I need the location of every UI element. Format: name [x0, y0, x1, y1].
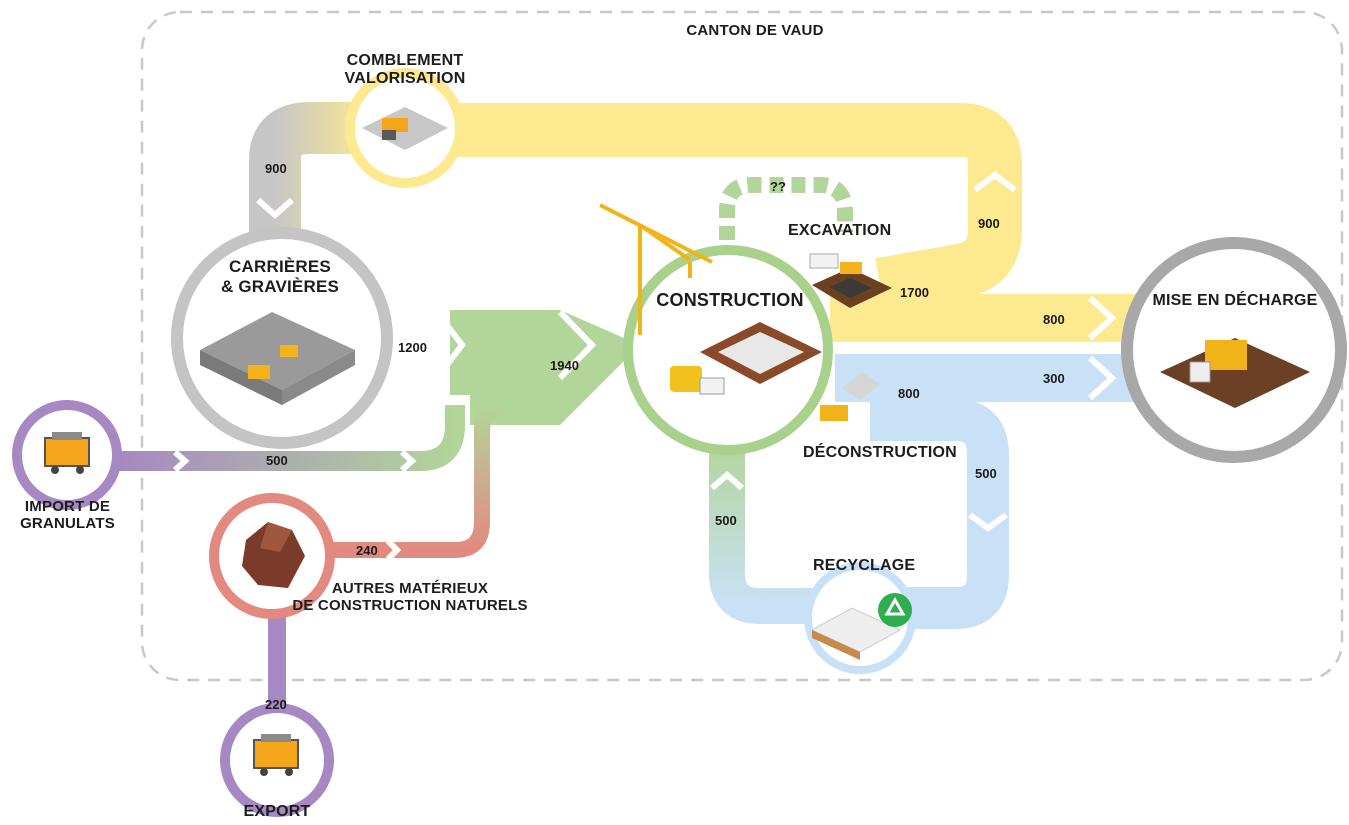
node-autres	[209, 493, 335, 619]
value-comblement-to-carrieres: 900	[265, 161, 287, 176]
label-carrieres: CARRIÈRES & GRAVIÈRES	[200, 257, 360, 296]
crane-icon	[599, 203, 713, 335]
label-carrieres-line2: & GRAVIÈRES	[220, 276, 340, 296]
rocks-icon	[242, 522, 305, 588]
value-excavation-to-comblement: 900	[978, 216, 1000, 231]
node-deconstruction	[820, 372, 880, 421]
node-decharge	[1121, 237, 1347, 463]
flow-merge-wedge	[450, 310, 640, 425]
wagon-icon	[253, 739, 299, 769]
value-autres: 240	[356, 543, 378, 558]
wagon-icon	[44, 437, 90, 467]
label-comblement: COMBLEMENT VALORISATION	[330, 52, 480, 89]
value-carrieres-to-construction: 1200	[398, 340, 427, 355]
value-into-construction: 1940	[550, 358, 579, 373]
label-import-line2: GRANULATS	[20, 515, 115, 533]
label-carrieres-line1: CARRIÈRES	[229, 257, 331, 276]
label-recyclage: RECYCLAGE	[813, 557, 916, 574]
label-autres: AUTRES MATÉRIEUX DE CONSTRUCTION NATUREL…	[290, 580, 530, 615]
recycle-icon	[884, 596, 906, 616]
value-unknown-loop: ??	[770, 179, 786, 194]
label-comblement-line1: COMBLEMENT	[346, 52, 464, 69]
value-deconstruction-total: 800	[898, 386, 920, 401]
label-export: EXPORT	[243, 803, 311, 820]
flow-autres	[330, 397, 508, 558]
label-construction: CONSTRUCTION	[656, 290, 804, 310]
node-export	[220, 703, 334, 817]
value-excavation-total: 1700	[900, 285, 929, 300]
label-import: IMPORT DE GRANULATS	[10, 498, 125, 533]
value-import: 500	[266, 453, 288, 468]
flow-carrieres-to-comblement	[249, 102, 370, 250]
value-deconstruction-to-recyclage: 500	[975, 466, 997, 481]
node-import	[12, 400, 122, 510]
label-autres-line2: DE CONSTRUCTION NATURELS	[292, 597, 528, 615]
node-comblement	[345, 68, 465, 188]
label-excavation: EXCAVATION	[788, 222, 892, 239]
label-comblement-line2: VALORISATION	[344, 70, 466, 88]
flow-import	[118, 405, 465, 471]
flow-chevrons	[172, 171, 1117, 562]
label-decharge: MISE EN DÉCHARGE	[1152, 292, 1318, 309]
label-import-line1: IMPORT DE	[24, 498, 111, 515]
node-carrieres	[171, 227, 393, 449]
value-deconstruction-to-decharge: 300	[1043, 371, 1065, 386]
value-excavation-to-decharge: 800	[1043, 312, 1065, 327]
node-construction	[623, 245, 833, 455]
node-excavation	[809, 253, 892, 308]
region-label: CANTON DE VAUD	[686, 22, 824, 39]
flow-deconstruction-to-recyclage	[870, 399, 1009, 629]
label-autres-line1: AUTRES MATÉRIEUX	[331, 580, 489, 597]
label-deconstruction: DÉCONSTRUCTION	[803, 444, 957, 461]
flow-excavation-to-comblement	[405, 103, 1022, 312]
value-export: 220	[265, 697, 287, 712]
value-recyclage-to-construction: 500	[715, 513, 737, 528]
node-recyclage	[804, 562, 916, 674]
flow-recyclage-to-construction	[709, 440, 820, 624]
